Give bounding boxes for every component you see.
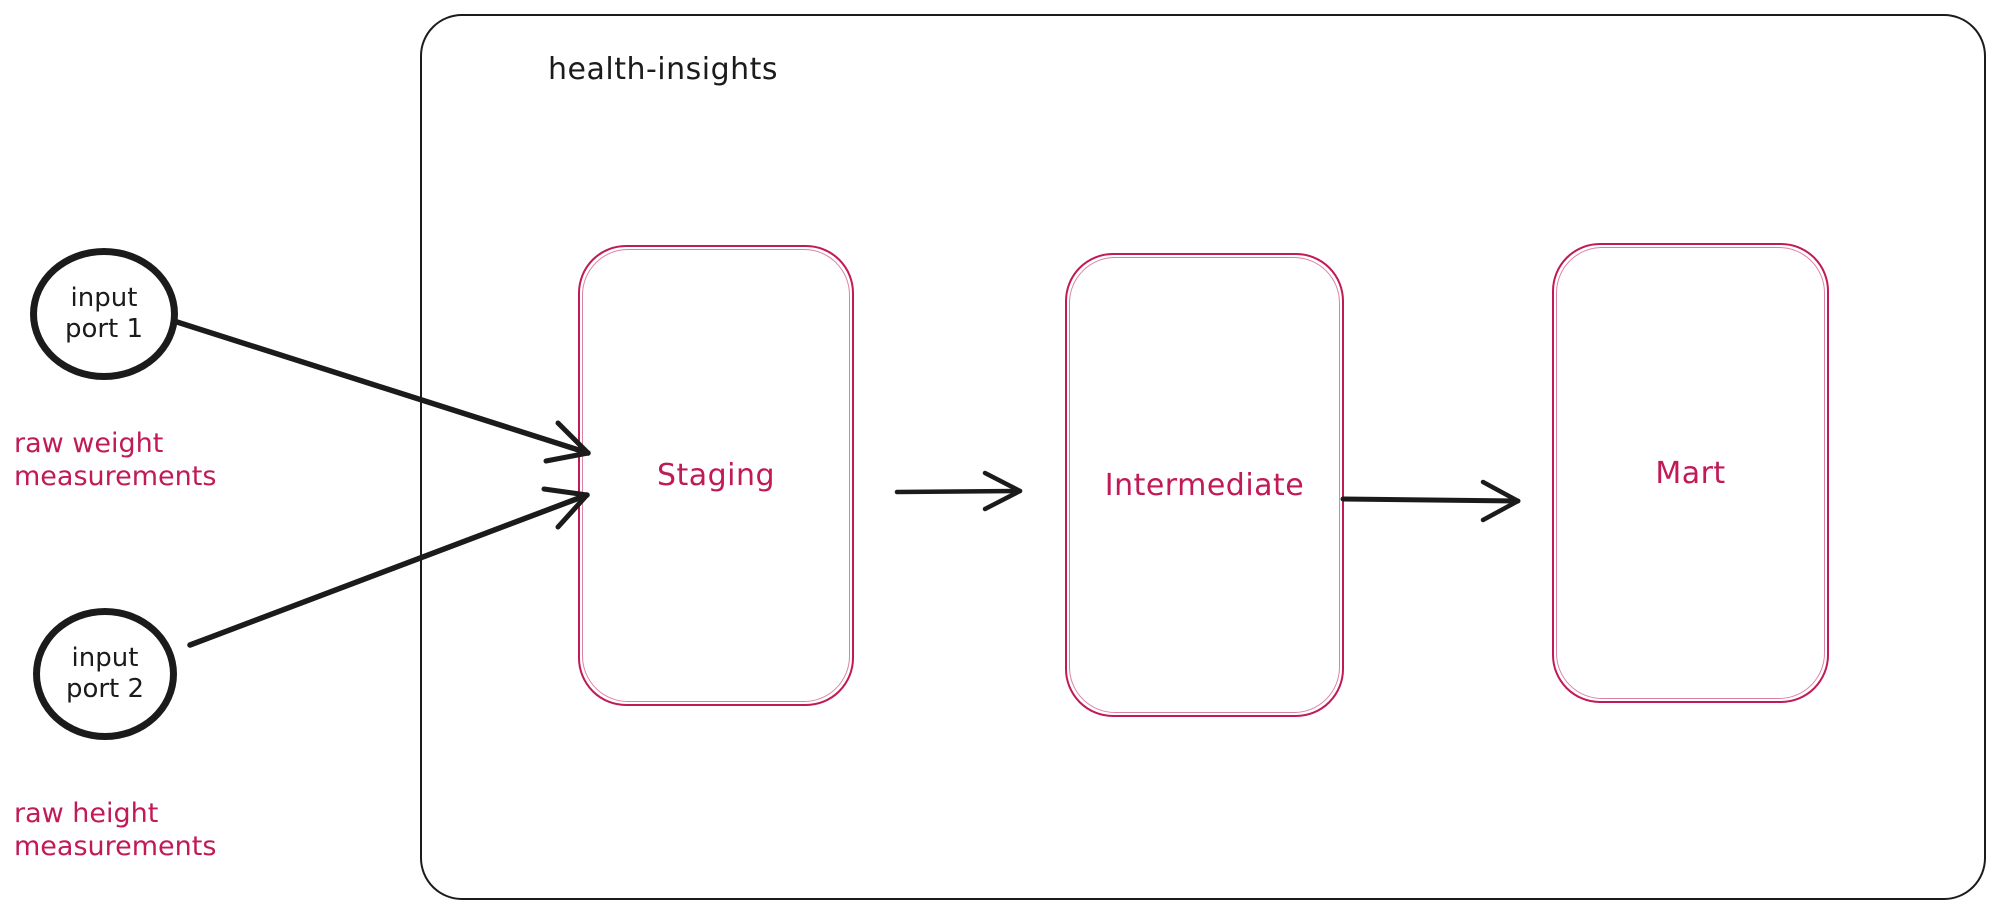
stage-label: Mart	[1655, 455, 1726, 491]
group-title-label[interactable]: health-insights	[548, 52, 779, 87]
health-insights-group-box[interactable]	[420, 14, 1986, 900]
input-port-2-label-line2: port 2	[65, 674, 145, 704]
input-port-2-label-line1: input	[71, 642, 139, 673]
input-port-2-caption[interactable]: raw height measurements	[14, 797, 216, 863]
caption-line: measurements	[14, 461, 217, 492]
caption-line: raw height	[14, 798, 159, 829]
caption-line: measurements	[14, 831, 217, 862]
input-port-1-caption[interactable]: raw weight measurements	[14, 427, 216, 493]
stage-node-intermediate[interactable]: Intermediate	[1065, 253, 1344, 717]
caption-line: raw weight	[14, 428, 164, 459]
input-port-1-label-line2: port 1	[64, 314, 144, 344]
input-port-1-node[interactable]: input port 1	[30, 248, 178, 380]
stage-label: Intermediate	[1104, 467, 1305, 503]
input-port-2-node[interactable]: input port 2	[33, 608, 177, 740]
stage-node-mart[interactable]: Mart	[1552, 243, 1829, 703]
input-port-1-label-line1: input	[70, 282, 138, 313]
stage-node-staging[interactable]: Staging	[578, 245, 854, 706]
stage-label: Staging	[656, 458, 776, 493]
